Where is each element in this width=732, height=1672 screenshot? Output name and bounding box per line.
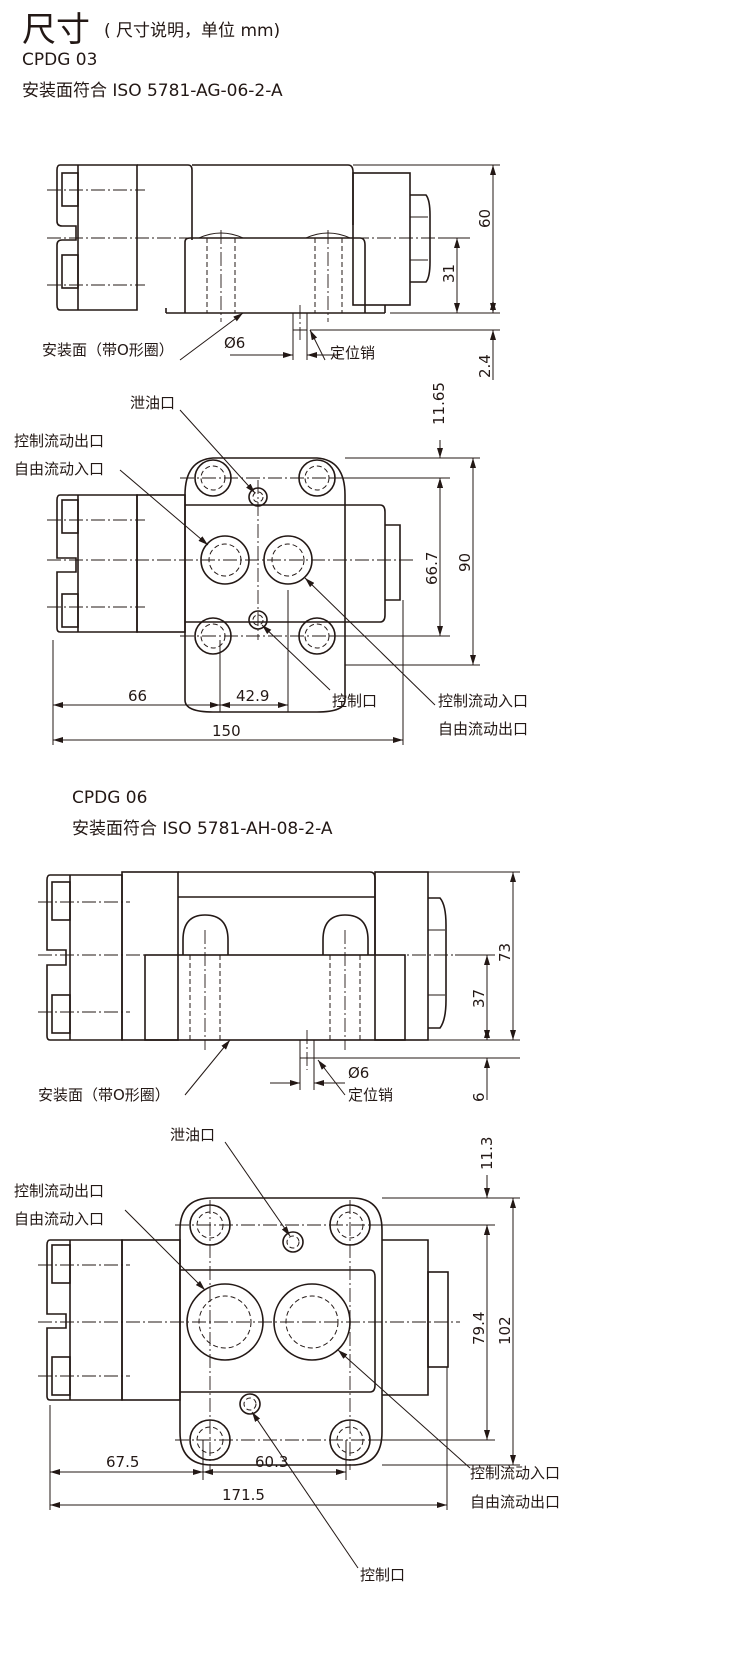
pin-diameter-06: Ø6 [348,1064,369,1082]
dim-bolt-spacing: 66.7 [423,552,441,585]
label-free-in: 自由流动入口 [14,460,104,478]
cpdg06-top-view [38,1141,520,1569]
dim-center: 31 [440,264,458,283]
page-title: 尺寸 [22,10,90,50]
label-locating-pin-06: 定位销 [348,1086,393,1104]
label-ctrl-out: 控制流动出口 [14,432,104,450]
label-ctrl-in-06: 控制流动入口 [470,1464,560,1482]
dim-a-06: 67.5 [106,1453,139,1471]
label-mounting-face-06: 安装面（带O形圈） [38,1086,170,1104]
standard-cpdg06: 安装面符合 ISO 5781-AH-08-2-A [72,819,333,839]
pin-diameter: Ø6 [224,334,245,352]
cpdg03-side-view [47,164,500,380]
label-pilot-06: 控制口 [360,1566,405,1584]
dim-b: 42.9 [236,687,269,705]
label-free-out-06: 自由流动出口 [470,1493,560,1511]
dim-length: 150 [212,722,241,740]
model-cpdg06: CPDG 06 [72,788,148,808]
label-drain: 泄油口 [130,394,175,412]
label-mounting-face: 安装面（带O形圈） [42,341,174,359]
standard-cpdg03: 安装面符合 ISO 5781-AG-06-2-A [22,81,283,101]
dim-offset: 11.65 [430,382,448,425]
label-drain-06: 泄油口 [170,1126,215,1144]
label-ctrl-in: 控制流动入口 [438,692,528,710]
page-subtitle: ( 尺寸说明，单位 mm) [104,21,281,41]
label-locating-pin: 定位销 [330,344,375,362]
dim-pin-06: 6 [470,1092,488,1102]
cpdg06-side-view [38,871,520,1100]
cpdg03-top-view [47,409,480,745]
dim-b-06: 60.3 [255,1453,288,1471]
dim-height-06: 73 [496,943,514,962]
dim-width: 90 [456,553,474,572]
dim-offset-06: 11.3 [478,1137,496,1170]
label-free-in-06: 自由流动入口 [14,1210,104,1228]
dim-center-06: 37 [470,989,488,1008]
model-cpdg03: CPDG 03 [22,50,98,70]
label-ctrl-out-06: 控制流动出口 [14,1182,104,1200]
dim-pin: 2.4 [476,354,494,378]
label-free-out: 自由流动出口 [438,720,528,738]
dim-width-06: 102 [496,1316,514,1345]
dim-a: 66 [128,687,147,705]
dim-bolt-spacing-06: 79.4 [470,1312,488,1345]
label-pilot: 控制口 [332,692,377,710]
dim-height: 60 [476,209,494,228]
dim-length-06: 171.5 [222,1486,265,1504]
